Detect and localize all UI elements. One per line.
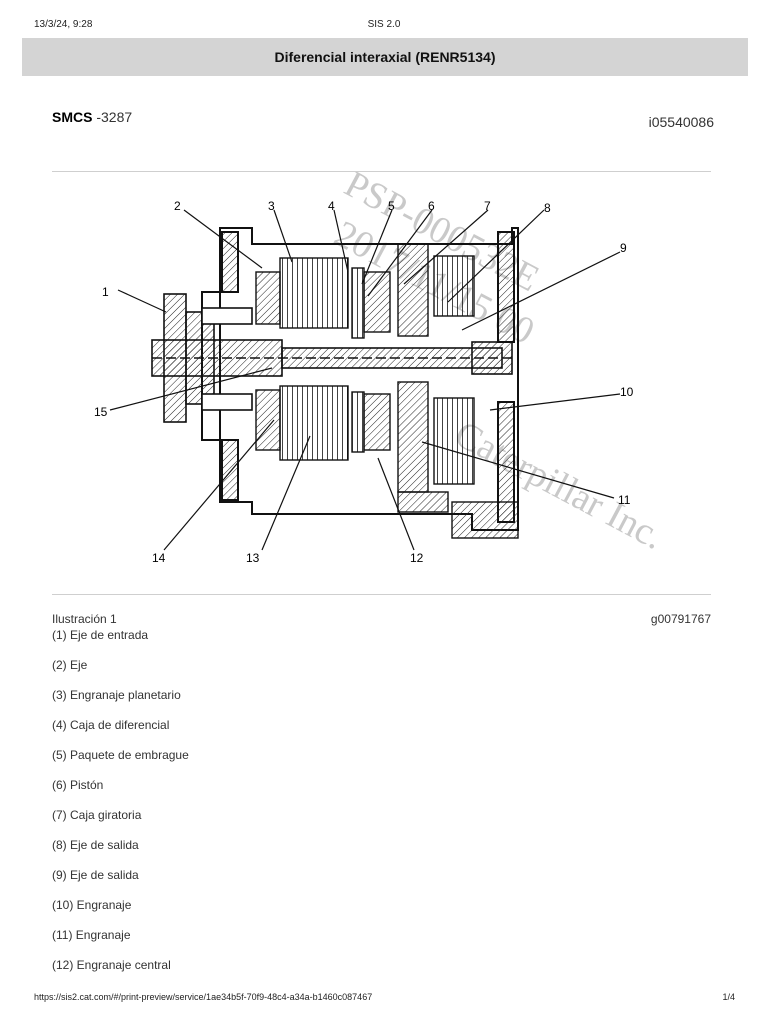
callout-11: 11 — [618, 493, 631, 507]
main-shaft — [151, 339, 513, 377]
callout-8: 8 — [544, 201, 551, 215]
legend-item: (12) Engranaje central — [52, 958, 171, 972]
legend-item: (4) Caja de diferencial — [52, 718, 170, 732]
title-bar: Diferencial interaxial (RENR5134) — [22, 38, 748, 76]
divider-top — [52, 171, 711, 172]
callout-7: 7 — [484, 199, 491, 213]
callout-2: 2 — [174, 199, 181, 213]
illustration-caption: Ilustración 1 — [52, 612, 117, 626]
clutch-pack — [351, 267, 391, 453]
callout-15: 15 — [94, 405, 108, 419]
smcs-line: SMCS -3287 — [52, 109, 132, 125]
legend-item: (10) Engranaje — [52, 898, 132, 912]
differential-cross-section-drawing: PSP-000532E 2017/11/15 00 Caterpillar In… — [94, 172, 671, 565]
legend-item: (3) Engranaje planetario — [52, 688, 181, 702]
leader-lines — [109, 209, 621, 551]
graphic-id: g00791767 — [650, 612, 711, 626]
print-url: https://sis2.cat.com/#/print-preview/ser… — [34, 992, 373, 1002]
legend-item: (2) Eje — [52, 658, 88, 672]
smcs-label: SMCS — [52, 109, 93, 125]
legend-item: (1) Eje de entrada — [52, 628, 149, 642]
illustration: PSP-000532E 2017/11/15 00 Caterpillar In… — [52, 172, 711, 594]
document-id: i05540086 — [648, 114, 714, 130]
divider-bottom — [52, 594, 711, 595]
callout-10: 10 — [620, 385, 634, 399]
legend-item: (9) Eje de salida — [52, 868, 139, 882]
callout-labels: 1 2 3 4 5 6 7 8 9 10 11 12 13 14 15 — [94, 199, 634, 565]
legend-item: (6) Pistón — [52, 778, 104, 792]
callout-6: 6 — [428, 199, 435, 213]
callout-13: 13 — [246, 551, 260, 565]
legend-item: (11) Engranaje — [52, 928, 131, 942]
parts-legend: (1) Eje de entrada (2) Eje (3) Engranaje… — [52, 628, 189, 988]
legend-item: (7) Caja giratoria — [52, 808, 142, 822]
callout-12: 12 — [410, 551, 424, 565]
callout-1: 1 — [102, 285, 109, 299]
legend-item: (5) Paquete de embrague — [52, 748, 189, 762]
callout-4: 4 — [328, 199, 335, 213]
page-title: Diferencial interaxial (RENR5134) — [274, 49, 496, 65]
print-datetime: 13/3/24, 9:28 — [34, 19, 93, 30]
output-gears — [397, 243, 519, 539]
callout-9: 9 — [620, 241, 627, 255]
planetary-gears — [255, 257, 349, 461]
page-number: 1/4 — [722, 992, 735, 1002]
callout-3: 3 — [268, 199, 275, 213]
callout-14: 14 — [152, 551, 166, 565]
smcs-code: -3287 — [92, 109, 133, 125]
callout-5: 5 — [388, 199, 395, 213]
print-app-title: SIS 2.0 — [367, 19, 401, 30]
legend-item: (8) Eje de salida — [52, 838, 139, 852]
